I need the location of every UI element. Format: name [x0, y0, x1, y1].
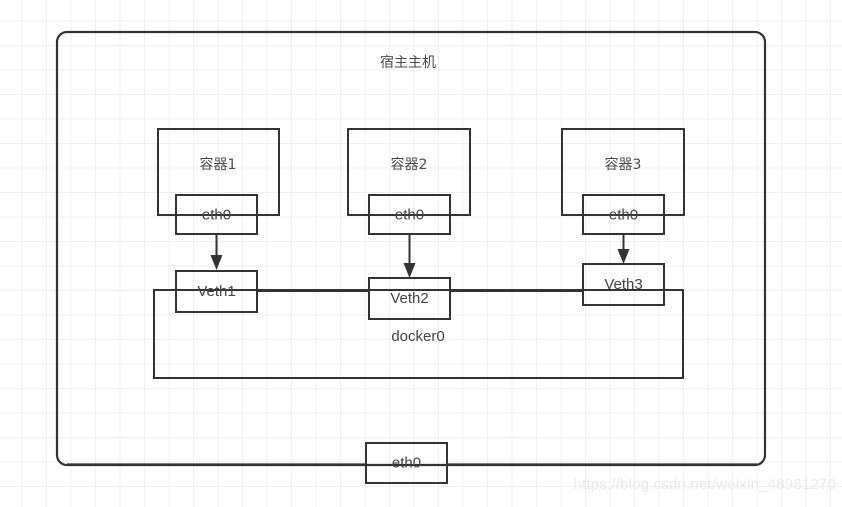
host-machine-box: [55, 30, 767, 467]
container-2-box: [347, 128, 471, 216]
veth3-box: [582, 263, 665, 306]
host-eth0-label: eth0: [392, 454, 421, 471]
container-3-box: [561, 128, 685, 216]
docker0-label: docker0: [391, 328, 444, 345]
veth3-label: Veth3: [604, 276, 642, 293]
docker0-bridge-box: [153, 289, 684, 379]
arrow-head-container-1: [210, 255, 223, 270]
container-2-eth0-label: eth0: [395, 206, 424, 223]
arrow-head-container-3: [617, 249, 630, 264]
arrow-head-container-2: [403, 263, 416, 278]
veth1-box: [175, 270, 258, 313]
veth1-label: Veth1: [197, 283, 235, 300]
container-1-eth0-label: eth0: [202, 206, 231, 223]
container-1-label: 容器1: [200, 156, 237, 173]
container-2-label: 容器2: [391, 156, 428, 173]
veth2-box: [368, 277, 451, 320]
container-1-box: [157, 128, 280, 216]
host-eth0-box: [365, 442, 448, 484]
container-3-eth0-label: eth0: [609, 206, 638, 223]
watermark-text: https://blog.csdn.net/weixin_48981270: [573, 476, 836, 493]
host-machine-title: 宿主主机: [380, 54, 436, 71]
container-3-label: 容器3: [605, 156, 642, 173]
veth2-label: Veth2: [390, 290, 428, 307]
